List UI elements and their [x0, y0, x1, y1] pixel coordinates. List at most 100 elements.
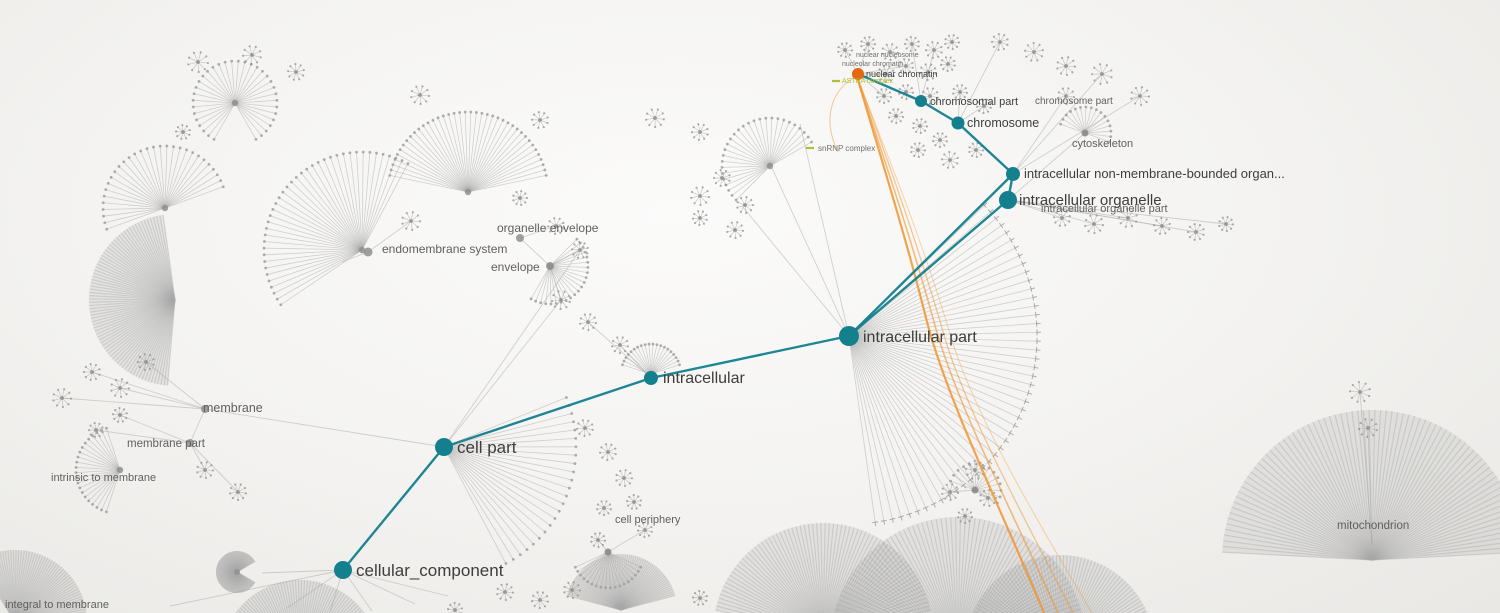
- node-label-nuclear_chromatin[interactable]: nuclear chromatin: [866, 69, 938, 79]
- dense-fan-cluster: [235, 580, 365, 613]
- mini-star-cluster: [530, 591, 549, 610]
- node-layer: [186, 68, 1089, 579]
- node-label-cell_part[interactable]: cell part: [457, 438, 517, 457]
- fan-cluster: [74, 426, 124, 514]
- highlighted-relation-edge: [857, 79, 1059, 613]
- mini-star-cluster: [918, 63, 937, 82]
- mini-star-cluster: [690, 123, 709, 142]
- mini-star-cluster: [1348, 380, 1371, 403]
- fan-cluster: [529, 237, 590, 306]
- mini-star-cluster: [876, 88, 893, 105]
- fan-cluster: [191, 59, 279, 141]
- term-label[interactable]: intrinsic to membrane: [51, 472, 156, 484]
- graph-node-intracellular_part[interactable]: [839, 326, 859, 346]
- graph-node-gray[interactable]: [234, 569, 240, 575]
- mini-star-cluster: [546, 217, 565, 236]
- graph-node-gray[interactable]: [201, 405, 209, 413]
- term-label[interactable]: cell periphery: [615, 514, 681, 526]
- mini-star-cluster: [979, 489, 998, 507]
- highlighted-relation-edge: [858, 81, 1093, 613]
- cluster-hub-node: [464, 188, 472, 196]
- node-label-intracellular_organelle[interactable]: intracellular organelle: [1019, 192, 1162, 209]
- mini-star-cluster: [1357, 418, 1378, 439]
- term-label[interactable]: membrane part: [127, 438, 206, 450]
- term-label[interactable]: endomembrane system: [382, 242, 507, 256]
- term-label[interactable]: integral to membrane: [5, 599, 109, 611]
- graph-node-gray[interactable]: [186, 439, 194, 447]
- node-label-intracellular[interactable]: intracellular: [663, 370, 745, 387]
- term-label[interactable]: cytoskeleton: [1072, 138, 1133, 150]
- term-label-small[interactable]: nuclear nucleosome: [856, 52, 919, 59]
- graph-node-intracellular_organelle[interactable]: [999, 191, 1017, 209]
- mini-star-cluster: [876, 65, 895, 84]
- graph-node-gray[interactable]: [971, 486, 979, 494]
- mini-star-cluster: [690, 186, 711, 207]
- mini-star-cluster: [903, 36, 920, 52]
- mini-star-cluster: [229, 483, 247, 502]
- selected-path-edge: [957, 122, 1014, 175]
- graph-edge: [145, 361, 206, 410]
- dense-fan-cluster: [715, 523, 931, 613]
- mini-star-cluster: [957, 508, 974, 525]
- graph-node-chromosome[interactable]: [951, 116, 965, 130]
- term-label[interactable]: mitochondrion: [1337, 520, 1409, 532]
- cluster-hub-node: [231, 99, 239, 107]
- node-label-intracellular_nmb_organelle[interactable]: intracellular non-membrane-bounded organ…: [1024, 166, 1285, 181]
- node-label-chromosome[interactable]: chromosome: [967, 116, 1039, 130]
- graph-node-cellular_component[interactable]: [334, 561, 352, 579]
- fan-cluster: [720, 116, 813, 202]
- graph-edge: [799, 123, 850, 337]
- selected-path-edge: [650, 334, 850, 380]
- mini-star-cluster: [975, 98, 992, 115]
- mini-star-cluster: [496, 583, 515, 602]
- mini-star-cluster: [286, 62, 305, 81]
- mini-star-cluster: [87, 422, 104, 439]
- term-label-small[interactable]: nucleolar chromatin: [842, 61, 903, 68]
- graph-edge: [204, 408, 445, 448]
- mini-star-cluster: [1186, 223, 1205, 241]
- graph-node-gray[interactable]: [546, 262, 554, 270]
- graph-node-intracellular[interactable]: [644, 371, 658, 385]
- dense-fan-cluster: [566, 553, 676, 611]
- node-label-cellular_component[interactable]: cellular_component: [356, 561, 504, 580]
- mini-star-cluster: [940, 150, 959, 169]
- graph-node-gray[interactable]: [363, 247, 373, 257]
- mini-star-cluster: [990, 32, 1009, 51]
- mini-star-cluster: [1218, 216, 1235, 233]
- term-label[interactable]: chromosome part: [1035, 96, 1113, 107]
- mini-star-cluster: [590, 532, 607, 549]
- node-label-chromosomal_part[interactable]: chromosomal part: [930, 96, 1018, 108]
- mini-star-cluster: [941, 483, 960, 502]
- mini-star-cluster: [636, 522, 653, 539]
- mini-star-cluster: [939, 56, 956, 73]
- mini-star-cluster: [52, 388, 73, 409]
- term-label-green[interactable]: ASTRA complex: [842, 78, 893, 85]
- mini-star-cluster: [881, 43, 900, 62]
- fan-cluster: [440, 396, 578, 565]
- mini-star-cluster: [837, 42, 854, 59]
- node-label-intracellular_part[interactable]: intracellular part: [863, 329, 977, 346]
- term-label[interactable]: intracellular organelle part: [1041, 203, 1168, 215]
- graph-edge: [61, 397, 206, 410]
- graph-edge: [1007, 199, 1227, 225]
- graph-node-chromosomal_part[interactable]: [915, 95, 927, 107]
- mini-star-cluster: [446, 601, 463, 613]
- graph-edge: [607, 529, 646, 553]
- mini-star-cluster: [1052, 208, 1071, 227]
- mini-star-cluster: [136, 353, 155, 371]
- mini-star-cluster: [410, 85, 431, 106]
- graph-node-gray[interactable]: [604, 548, 612, 556]
- term-label[interactable]: membrane: [203, 401, 263, 415]
- selected-path-edge: [920, 99, 959, 125]
- graph-node-gray[interactable]: [1081, 129, 1089, 137]
- mini-star-cluster: [579, 313, 598, 332]
- term-label[interactable]: organelle envelope: [497, 221, 599, 235]
- graph-node-cell_part[interactable]: [435, 438, 453, 456]
- term-label-small[interactable]: snRNP complex: [818, 144, 875, 153]
- graph-node-nuclear_chromatin[interactable]: [852, 68, 864, 80]
- term-label[interactable]: envelope: [491, 260, 540, 274]
- graph-node-gray[interactable]: [516, 234, 524, 242]
- graph-node-intracellular_nmb_organelle[interactable]: [1006, 167, 1020, 181]
